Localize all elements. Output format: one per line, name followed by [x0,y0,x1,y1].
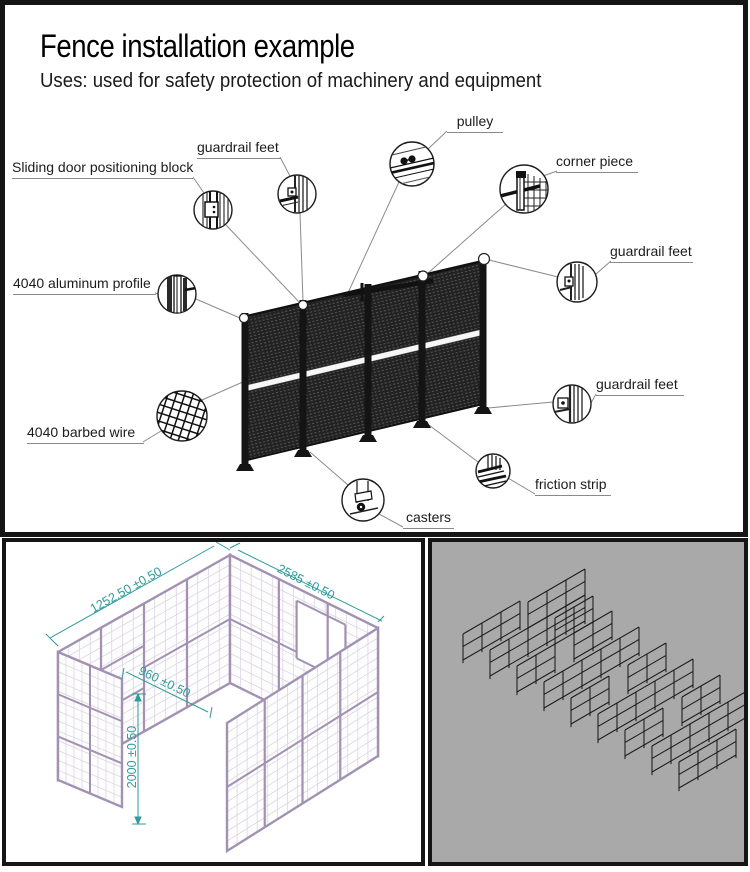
label-4040-barbed-wire: 4040 barbed wire [27,425,144,444]
label-casters: casters [403,510,454,529]
dim-2000: 2000 ±0.50 [125,725,139,789]
label-sliding-door-positioning-block: Sliding door positioning block [12,160,193,179]
label-pulley: pulley [447,114,503,133]
cad-drawing-panel [2,538,425,866]
wireframe-layout-panel [428,538,748,866]
page-subtitle: Uses: used for safety protection of mach… [40,70,542,92]
label-4040-aluminum-profile: 4040 aluminum profile [13,276,156,295]
label-corner-piece: corner piece [556,154,638,173]
label-guardrail-feet-lower: guardrail feet [596,377,684,396]
page-title: Fence installation example [40,28,355,64]
label-guardrail-feet-top: guardrail feet [197,140,281,159]
label-guardrail-feet-right: guardrail feet [610,244,693,263]
label-friction-strip: friction strip [535,477,611,496]
